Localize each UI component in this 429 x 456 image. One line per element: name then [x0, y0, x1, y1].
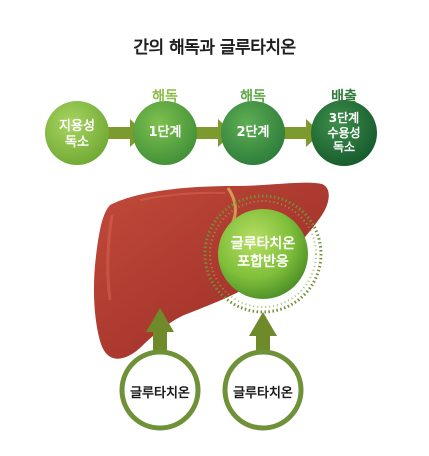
node-phase-3-text: 3단계 수용성 독소	[311, 111, 377, 155]
node-phase-3-line3: 독소	[332, 140, 356, 155]
glutathione-input-right-label: 글루타치온	[233, 386, 293, 401]
stage-label-detox-1: 해독	[152, 89, 178, 105]
node-phase-3	[311, 100, 377, 166]
conjugation-ring	[203, 194, 323, 314]
node-phase-3-line2: 수용성	[327, 125, 361, 140]
node-phase-1	[133, 101, 197, 165]
node-fat-soluble-toxin	[45, 101, 109, 165]
node-fat-soluble-line1: 지용성	[59, 119, 95, 134]
diagram-title: 간의 해독과 글루타치온	[133, 38, 296, 58]
node-fat-soluble-line2: 독소	[65, 134, 89, 150]
glutathione-input-left-label: 글루타치온	[130, 386, 190, 401]
node-phase-3-line1: 3단계	[328, 111, 360, 125]
conjugation-line2: 포합반응	[237, 254, 289, 271]
node-phase-1-text: 1단계	[148, 125, 182, 140]
stage-label-excretion: 배출	[331, 89, 357, 105]
conjugation-reaction-circle	[218, 209, 308, 299]
conjugation-reaction-text: 글루타치온 포합반응	[219, 235, 307, 271]
node-phase-2-text: 2단계	[236, 125, 270, 140]
conjugation-line1: 글루타치온	[230, 236, 296, 252]
glutathione-input-left	[119, 349, 201, 431]
node-fat-soluble-toxin-text: 지용성 독소	[45, 119, 109, 150]
node-phase-2	[221, 101, 285, 165]
input-arrow-right	[249, 312, 277, 354]
stage-label-detox-2: 해독	[240, 89, 266, 105]
glutathione-input-right	[222, 349, 304, 431]
input-arrow-left	[146, 308, 174, 352]
